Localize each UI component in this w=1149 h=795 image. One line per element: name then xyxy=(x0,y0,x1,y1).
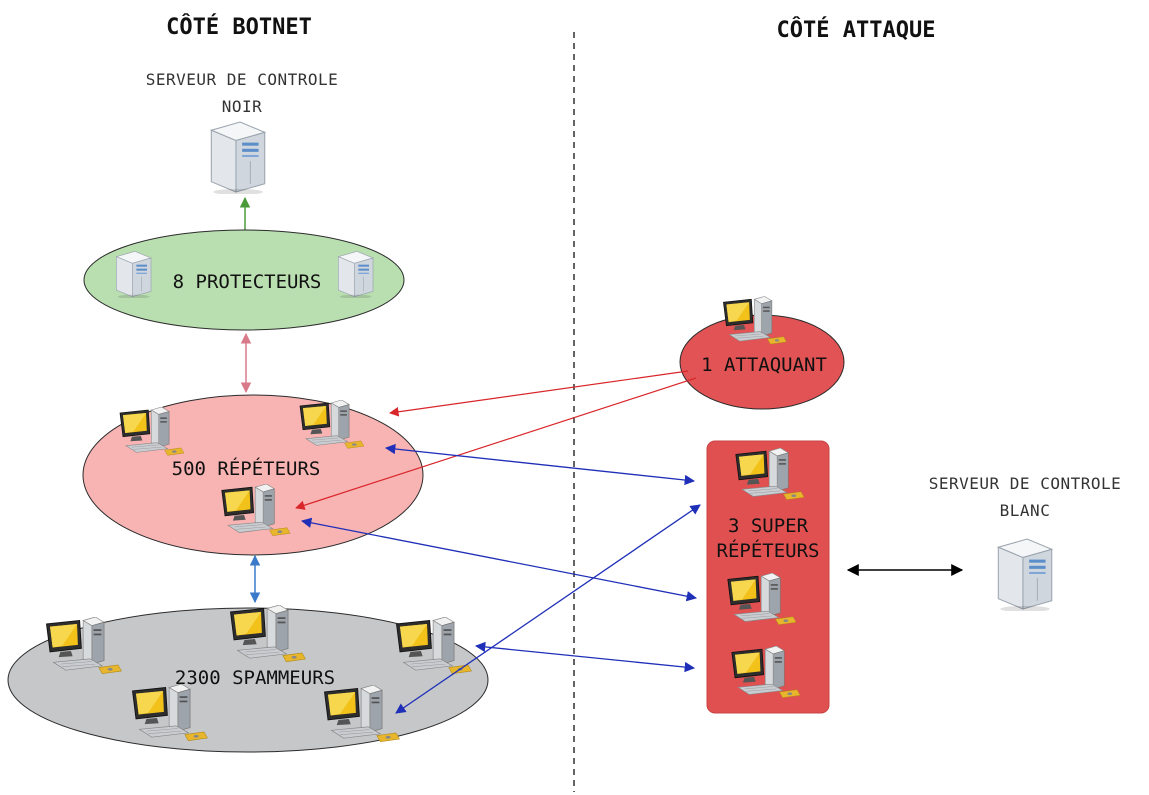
white-server-label-line2: BLANC xyxy=(1000,501,1051,520)
black-server-label-line1: SERVEUR DE CONTROLE xyxy=(146,70,339,89)
black-server-label-line2: NOIR xyxy=(222,97,263,116)
arrow-attacker-repeater-1 xyxy=(389,370,689,417)
super-repeaters-label-line1: 3 SUPER xyxy=(728,515,809,537)
repeaters-label: 500 RÉPÉTEURS xyxy=(172,457,321,480)
spammers-label: 2300 SPAMMEURS xyxy=(175,667,335,689)
super-repeaters-label-line2: RÉPÉTEURS xyxy=(717,539,820,562)
botnet-side-header: CÔTÉ BOTNET xyxy=(166,14,312,40)
white-server-label-line1: SERVEUR DE CONTROLE xyxy=(929,474,1122,493)
protectors-group xyxy=(83,229,405,331)
server-tower-icon xyxy=(337,250,374,298)
arrow-attacker-repeater-2 xyxy=(295,377,697,510)
black-server-icon xyxy=(210,121,266,194)
arrow-spammer-super-3 xyxy=(474,641,696,673)
arrow-spammer-super-1 xyxy=(395,504,701,714)
protectors-label: 8 PROTECTEURS xyxy=(173,271,322,293)
arrow-repeater-super-1 xyxy=(384,443,696,486)
attacker-label: 1 ATTAQUANT xyxy=(701,354,827,376)
attack-side-header: CÔTÉ ATTAQUE xyxy=(777,17,936,43)
white-server-icon xyxy=(997,538,1053,611)
arrow-repeater-super-2 xyxy=(300,517,698,602)
server-tower-icon xyxy=(115,250,152,298)
